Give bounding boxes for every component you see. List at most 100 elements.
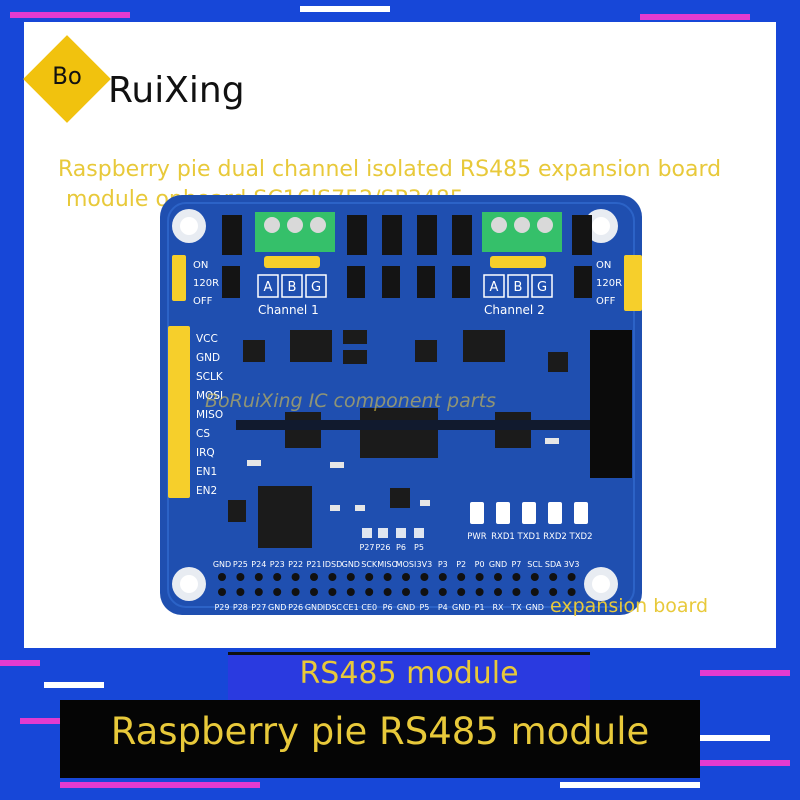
gpio-pin-hole (383, 588, 392, 596)
header-pin-label: EN2 (196, 485, 217, 497)
gpio-bottom-label: P26 (288, 603, 303, 612)
test-pad-label: P27 (359, 543, 374, 552)
glitch-stripe (0, 660, 40, 666)
gpio-pin-hole (218, 588, 226, 596)
banner-title: Raspberry pie RS485 module (110, 710, 650, 753)
glitch-stripe (700, 670, 790, 676)
gpio-top-label: GND (213, 560, 231, 569)
spi-header (168, 326, 190, 498)
gpio-top-label: P21 (306, 560, 321, 569)
gpio-bottom-label: GND (397, 603, 415, 612)
gpio-pin-hole (402, 573, 410, 581)
gpio-pin-hole (420, 573, 429, 581)
gpio-top-label: 3V3 (564, 560, 580, 569)
gpio-bottom-label: GND (305, 603, 323, 612)
glitch-stripe (700, 760, 790, 766)
header-pin-label: VCC (196, 333, 218, 345)
led-label: RXD1 (491, 532, 515, 542)
jumper-pins (264, 256, 546, 268)
gpio-pin-hole (365, 573, 374, 581)
gpio-pin-hole (254, 588, 263, 596)
gpio-bottom-label: P1 (475, 603, 485, 612)
gpio-top-label: SCL (527, 560, 543, 569)
gpio-pin-hole (494, 588, 502, 596)
gpio-top-label: SCK (361, 560, 378, 569)
gpio-top-label: P25 (233, 560, 248, 569)
uart-controller-ic (360, 408, 438, 458)
gpio-bottom-label: P28 (233, 603, 248, 612)
glitch-stripe (10, 12, 130, 18)
mounting-hole (584, 209, 618, 243)
gpio-top-label: MOSI (396, 560, 417, 569)
gpio-pin-hole (475, 588, 484, 596)
gpio-pin-hole (567, 573, 576, 581)
header-pin-label: CS (196, 428, 210, 440)
jumper-120r-right (624, 255, 642, 311)
gpio-pin-hole (383, 573, 392, 581)
watermark: BoRuiXing IC component parts (205, 390, 496, 412)
led-label: TXD2 (569, 532, 593, 542)
expansion-board-caption: expansion board (550, 595, 709, 617)
gpio-bottom-label: P4 (438, 603, 448, 612)
test-pad-label: P5 (414, 543, 424, 552)
glitch-stripe (20, 718, 60, 724)
gpio-top-label: MISO (377, 560, 398, 569)
terminal-label: G (311, 280, 321, 295)
gpio-pin-hole (346, 573, 355, 581)
gpio-pin-hole (438, 573, 447, 581)
header-pin-label: GND (196, 352, 220, 364)
mounting-hole (172, 567, 206, 601)
gpio-top-label: SDA (545, 560, 562, 569)
gpio-pin-hole (530, 573, 539, 581)
mounting-hole (584, 567, 618, 601)
transceiver-ic (463, 330, 505, 362)
gpio-top-label: GND (342, 560, 360, 569)
terminal-block-channel-1 (255, 212, 335, 252)
gpio-bottom-label: GND (526, 603, 544, 612)
switch-label: OFF (193, 296, 213, 307)
glitch-stripe (60, 782, 260, 788)
gpio-pin-hole (273, 573, 282, 581)
gpio-pin-hole (291, 588, 300, 596)
module-label: RS485 module (299, 656, 519, 691)
switch-label: 120R (193, 278, 219, 289)
mounting-hole (172, 209, 206, 243)
gpio-top-label: P0 (475, 560, 485, 569)
gpio-top-label: P24 (251, 560, 266, 569)
gpio-pin-hole (457, 573, 466, 581)
header-pin-label: SCLK (196, 371, 224, 383)
gpio-top-label: P2 (456, 560, 466, 569)
logo-mark-text: Bo (52, 62, 82, 90)
gpio-pin-hole (254, 573, 263, 581)
header-pin-label: IRQ (196, 447, 215, 459)
gpio-top-label: P3 (438, 560, 448, 569)
gpio-pin-hole (328, 588, 337, 596)
test-pad-label: P26 (375, 543, 390, 552)
status-leds (470, 502, 588, 524)
glitch-stripe (690, 735, 770, 741)
glitch-stripe (44, 682, 104, 688)
switch-label: ON (193, 260, 208, 271)
led-label: PWR (467, 532, 487, 542)
gpio-pin-hole (236, 588, 245, 596)
gpio-bottom-label: GND (268, 603, 286, 612)
transceiver-ic (290, 330, 332, 362)
channel-1-label: Channel 1 (258, 303, 319, 317)
header-pin-label: EN1 (196, 466, 217, 478)
gpio-bottom-label: IDSC (323, 603, 343, 612)
header-pin-label: MISO (196, 409, 223, 421)
gpio-pin-hole (310, 573, 318, 581)
gpio-pin-hole (475, 573, 484, 581)
switch-label: OFF (596, 296, 616, 307)
gpio-pin-hole (457, 588, 466, 596)
switch-label: ON (596, 260, 611, 271)
jumper-120r-left (172, 255, 186, 301)
logic-ic (258, 486, 312, 548)
logo-brand-name: RuiXing (108, 70, 245, 111)
glitch-stripe (300, 6, 390, 12)
gpio-pin-hole (273, 588, 282, 596)
gpio-bottom-label: GND (452, 603, 470, 612)
gpio-pin-hole (549, 588, 558, 596)
gpio-top-label: P7 (511, 560, 521, 569)
